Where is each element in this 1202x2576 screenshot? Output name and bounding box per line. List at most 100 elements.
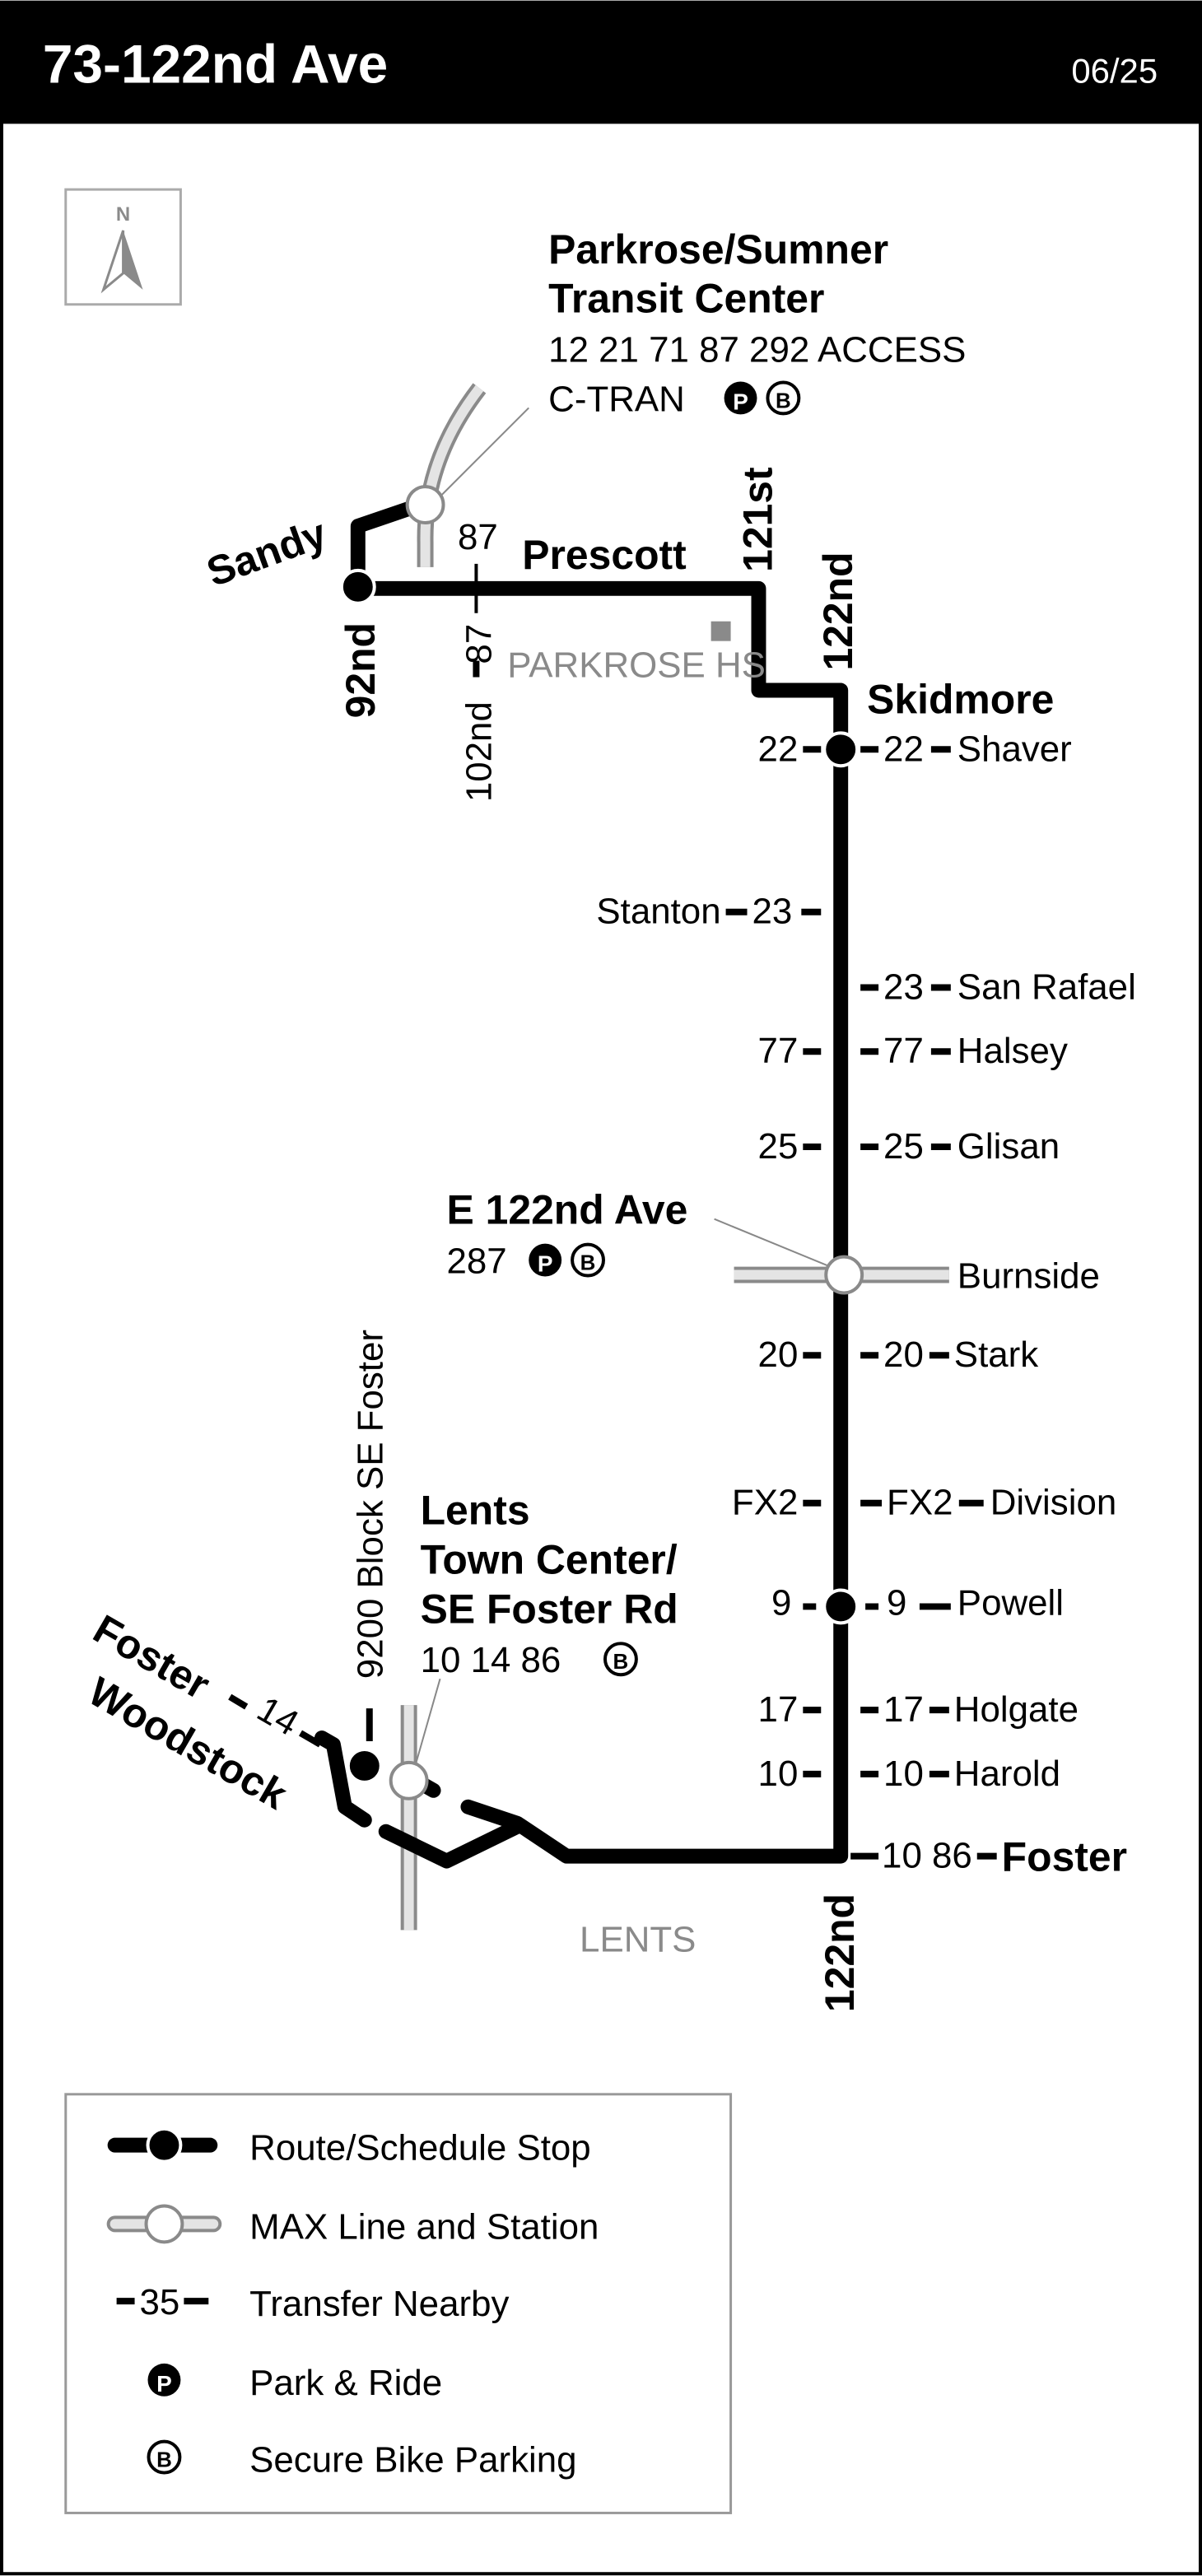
stop-powell[interactable]: [822, 1588, 860, 1625]
street-121st: 121st: [734, 467, 780, 572]
svg-text:E 122nd Ave: E 122nd Ave: [447, 1187, 688, 1233]
north-arrow-icon: N: [64, 188, 182, 306]
date-label: 06/25: [1071, 52, 1158, 91]
route-title: 73-122nd Ave: [43, 34, 388, 95]
transfer-legend-icon: 35: [116, 2282, 209, 2322]
svg-text:Burnside: Burnside: [957, 1256, 1100, 1297]
street-102nd: 102nd: [459, 701, 499, 802]
svg-text:Halsey: Halsey: [957, 1031, 1068, 1071]
area-lents: LENTS: [580, 1919, 696, 1959]
max-station-parkrose[interactable]: [405, 485, 445, 525]
svg-text:FX2: FX2: [887, 1483, 953, 1523]
svg-text:P: P: [156, 2371, 172, 2397]
cross-street-powell: 9 9 Powell: [771, 1582, 1064, 1623]
transfer-tick: [228, 1693, 249, 1710]
svg-text:10 14 86: 10 14 86: [421, 1640, 561, 1680]
leader-line: [436, 407, 529, 501]
svg-text:25: 25: [883, 1126, 924, 1167]
svg-text:Holgate: Holgate: [954, 1689, 1079, 1730]
svg-text:P: P: [733, 389, 748, 414]
cross-street-holgate: 17 17 Holgate: [758, 1689, 1079, 1730]
svg-text:B: B: [776, 389, 791, 412]
svg-text:22: 22: [758, 729, 799, 769]
svg-text:Foster: Foster: [1002, 1834, 1127, 1880]
max-station-lents[interactable]: [389, 1760, 429, 1800]
svg-text:Parkrose/Sumner: Parkrose/Sumner: [548, 226, 888, 273]
street-122nd-south: 122nd: [817, 1894, 863, 2012]
bike-parking-icon: B: [766, 380, 801, 416]
svg-text:20: 20: [883, 1335, 924, 1375]
svg-text:20: 20: [758, 1335, 799, 1375]
legend-label: Route/Schedule Stop: [249, 2128, 591, 2168]
svg-text:77: 77: [758, 1031, 799, 1071]
transfer-87-north: 87: [458, 517, 498, 557]
svg-text:B: B: [156, 2449, 172, 2472]
cross-street-stark: 20 20 Stark: [758, 1335, 1039, 1375]
stop-label-9200-block: 9200 Block SE Foster: [351, 1330, 391, 1679]
bike-parking-icon: B: [147, 2439, 182, 2475]
svg-text:35: 35: [140, 2282, 180, 2322]
park-and-ride-icon: P: [147, 2363, 181, 2397]
svg-text:Powell: Powell: [957, 1582, 1064, 1623]
cross-street-harold: 10 10 Harold: [758, 1754, 1060, 1794]
svg-text:B: B: [580, 1252, 596, 1275]
legend-label: Secure Bike Parking: [249, 2440, 576, 2481]
cross-street-division: FX2 FX2 Division: [732, 1483, 1116, 1523]
max-station-legend-icon: [106, 2204, 222, 2244]
svg-text:12 21 71 87 292 ACCESS: 12 21 71 87 292 ACCESS: [548, 330, 966, 370]
street-skidmore: Skidmore: [867, 676, 1054, 722]
svg-text:Stanton: Stanton: [596, 892, 720, 932]
stop-skidmore-shaver[interactable]: [822, 731, 860, 768]
svg-text:C-TRAN: C-TRAN: [548, 379, 685, 419]
landmark-parkrose-hs: PARKROSE HS: [507, 645, 766, 686]
svg-text:23: 23: [883, 967, 924, 1007]
svg-text:FX2: FX2: [732, 1483, 798, 1523]
legend-label: Transfer Nearby: [249, 2284, 509, 2324]
max-station-e122nd[interactable]: [824, 1255, 864, 1295]
cross-street-shaver: 22 22 Shaver: [758, 729, 1072, 769]
cross-street-glisan: 25 25 Glisan: [758, 1126, 1060, 1167]
cross-street-san-rafael: 23 San Rafael: [860, 967, 1136, 1007]
svg-text:Glisan: Glisan: [957, 1126, 1060, 1167]
svg-text:23: 23: [752, 892, 792, 932]
street-92nd: 92nd: [338, 622, 384, 718]
bike-parking-icon: B: [603, 1642, 638, 1677]
legend: Route/Schedule Stop MAX Line and Station…: [64, 2093, 733, 2514]
lents-town-center-label: Lents Town Center/ SE Foster Rd 10 14 86…: [421, 1488, 678, 1681]
svg-text:Transit Center: Transit Center: [548, 276, 824, 322]
max-line-parkrose: [417, 383, 487, 567]
bike-parking-icon: B: [571, 1242, 605, 1278]
transfer-tick: [298, 1730, 322, 1748]
svg-text:17: 17: [883, 1689, 924, 1730]
park-and-ride-icon: P: [529, 1243, 562, 1277]
park-and-ride-icon: P: [724, 381, 757, 414]
svg-text:Shaver: Shaver: [957, 729, 1072, 769]
svg-text:77: 77: [883, 1031, 924, 1071]
svg-text:22: 22: [883, 729, 924, 769]
cross-street-foster: 10 86 Foster: [850, 1834, 1127, 1880]
cross-street-halsey: 77 77 Halsey: [758, 1031, 1068, 1071]
svg-text:Stark: Stark: [954, 1335, 1038, 1375]
legend-label: Park & Ride: [249, 2363, 442, 2403]
svg-text:9: 9: [887, 1582, 906, 1623]
cross-street-burnside: Burnside: [957, 1256, 1100, 1297]
stop-92nd-sandy[interactable]: [339, 568, 376, 605]
stop-9200-block-se-foster[interactable]: [346, 1747, 383, 1784]
svg-text:Division: Division: [990, 1483, 1117, 1523]
leader-line: [412, 1678, 441, 1772]
svg-text:B: B: [613, 1651, 629, 1674]
svg-text:Town Center/: Town Center/: [421, 1537, 678, 1583]
svg-text:10: 10: [758, 1754, 799, 1794]
svg-text:SE Foster Rd: SE Foster Rd: [421, 1586, 678, 1632]
svg-text:Harold: Harold: [954, 1754, 1060, 1794]
parkrose-transit-center-label: Parkrose/Sumner Transit Center 12 21 71 …: [548, 226, 966, 420]
svg-text:9: 9: [771, 1582, 791, 1623]
street-122nd-north: 122nd: [815, 552, 861, 670]
leader-line: [714, 1218, 835, 1269]
svg-text:17: 17: [758, 1689, 799, 1730]
street-prescott: Prescott: [522, 532, 687, 578]
route-stop-legend-icon: [107, 2126, 218, 2164]
svg-text:P: P: [538, 1251, 553, 1277]
legend-label: MAX Line and Station: [249, 2206, 599, 2247]
